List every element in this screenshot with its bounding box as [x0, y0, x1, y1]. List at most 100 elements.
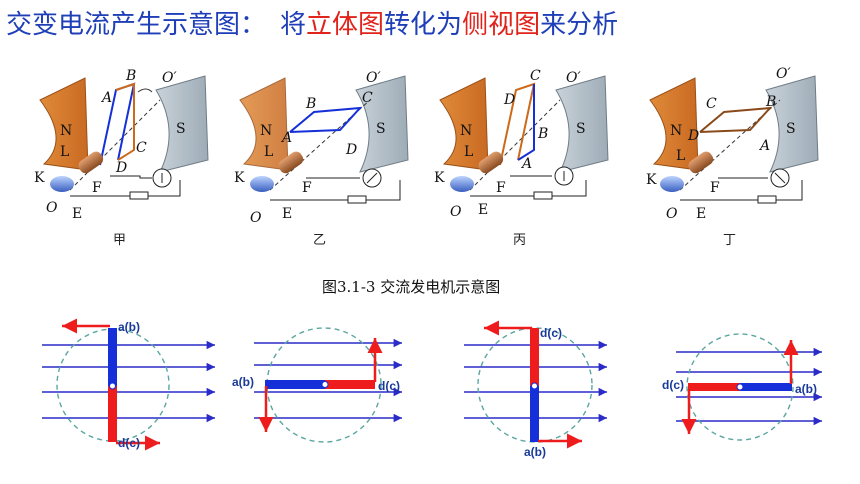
point-label-right: a(b): [795, 382, 817, 396]
magnet-n-label: N: [460, 123, 472, 139]
magnet-s: [155, 75, 209, 173]
magnet-s-label: S: [786, 121, 796, 137]
label-L: L: [676, 148, 685, 164]
slip-ring: [278, 151, 304, 174]
label-K: K: [234, 170, 245, 186]
circuit-wire-2: [70, 180, 181, 197]
brush: [660, 176, 684, 192]
point-label-left: a(b): [232, 375, 254, 389]
label-C: C: [362, 90, 373, 106]
label-K: K: [34, 170, 45, 186]
label-L: L: [60, 144, 69, 160]
pivot: [736, 383, 744, 391]
resistor: [533, 191, 553, 200]
magnet-n-label: N: [670, 123, 682, 139]
point-label-right: d(c): [378, 379, 400, 393]
pivot: [531, 382, 538, 390]
coil-red-half: [108, 386, 117, 442]
rotation-circle: [266, 327, 382, 443]
slip-ring: [688, 151, 714, 174]
label-F: F: [496, 180, 506, 196]
point-label-top: a(b): [118, 320, 140, 334]
title-part-5: 侧视图: [462, 10, 541, 40]
label-O1: O′: [366, 70, 381, 86]
label-C: C: [530, 68, 541, 84]
slip-ring: [78, 151, 104, 174]
label-A: A: [280, 130, 292, 146]
point-label-bottom: a(b): [524, 445, 546, 459]
label-B: B: [765, 94, 776, 110]
label-B: B: [537, 126, 548, 142]
label-E: E: [478, 202, 488, 218]
title-part-6: 来分析: [540, 10, 619, 40]
label-O: O: [46, 200, 58, 216]
page-title: 交变电流产生示意图： 将立体图转化为侧视图来分析: [6, 8, 618, 42]
pivot: [109, 382, 116, 390]
coil-blue-half: [530, 386, 539, 442]
label-O1: O′: [162, 70, 177, 86]
panel-name-2: 乙: [313, 233, 326, 248]
label-D: D: [503, 92, 515, 108]
coil: [699, 106, 773, 133]
magnet-s-label: S: [376, 121, 386, 137]
pivot: [321, 381, 329, 388]
circuit-wire-2: [470, 180, 587, 197]
magnet-n: [39, 77, 89, 171]
label-D: D: [345, 142, 357, 158]
coil-red-half: [325, 380, 375, 389]
panel-name-3: 丙: [513, 233, 526, 248]
brush: [250, 176, 274, 192]
label-O: O: [250, 210, 262, 226]
point-label-top: d(c): [540, 326, 562, 340]
generator-panel-1: N S B A C D O′ L K F O E: [34, 68, 209, 222]
magnet-s-label: S: [176, 121, 186, 137]
title-part-3: 立体图: [306, 10, 385, 40]
magnet-s: [765, 75, 819, 173]
side-view-1: a(b) d(c): [42, 318, 215, 451]
label-B: B: [305, 96, 316, 112]
magnet-n: [439, 77, 489, 171]
label-A: A: [520, 156, 532, 172]
label-F: F: [92, 180, 102, 196]
title-part-2: 将: [280, 10, 307, 40]
label-A: A: [100, 90, 112, 106]
magnet-n: [239, 77, 289, 171]
coil-right: [517, 84, 535, 161]
coil-blue-half: [740, 383, 792, 391]
label-E: E: [282, 206, 292, 222]
magnet-n-label: N: [60, 123, 72, 139]
title-part-4: 转化为: [384, 10, 463, 40]
circuit-wire: [110, 175, 152, 179]
resistor: [347, 195, 367, 204]
brush: [50, 176, 74, 192]
resistor: [129, 191, 149, 200]
label-E: E: [696, 206, 706, 222]
label-C: C: [136, 140, 147, 156]
label-F: F: [710, 180, 720, 196]
point-label-bottom: d(c): [118, 436, 140, 450]
label-O1: O′: [566, 70, 581, 86]
label-K: K: [434, 170, 445, 186]
meter-needle: [774, 172, 786, 184]
generator-panel-4: N S C D B A O′ L K F O E: [646, 66, 819, 222]
rotation-circle: [477, 327, 593, 443]
panel-name-4: 丁: [723, 233, 736, 248]
figure-caption: 图3.1-3 交流发电机示意图: [322, 278, 500, 296]
magnet-s-label: S: [576, 121, 586, 137]
label-O1: O′: [776, 66, 791, 82]
field-lines: [42, 340, 215, 423]
label-O: O: [450, 204, 462, 220]
label-O: O: [666, 206, 678, 222]
label-D: D: [115, 160, 127, 176]
coil-red-half: [688, 383, 740, 391]
meter-needle: [366, 172, 378, 184]
title-part-1: 交变电流产生示意图：: [6, 10, 267, 40]
generator-panel-2: N S B A C D O′ L K F O E: [234, 70, 409, 226]
coil-red-half: [530, 328, 539, 386]
label-B: B: [125, 68, 136, 84]
rotation-circle: [686, 333, 794, 441]
magnet-s: [355, 75, 409, 173]
label-A: A: [758, 138, 770, 154]
side-view-4: d(c) a(b): [662, 333, 822, 441]
point-label-left: d(c): [662, 378, 684, 392]
